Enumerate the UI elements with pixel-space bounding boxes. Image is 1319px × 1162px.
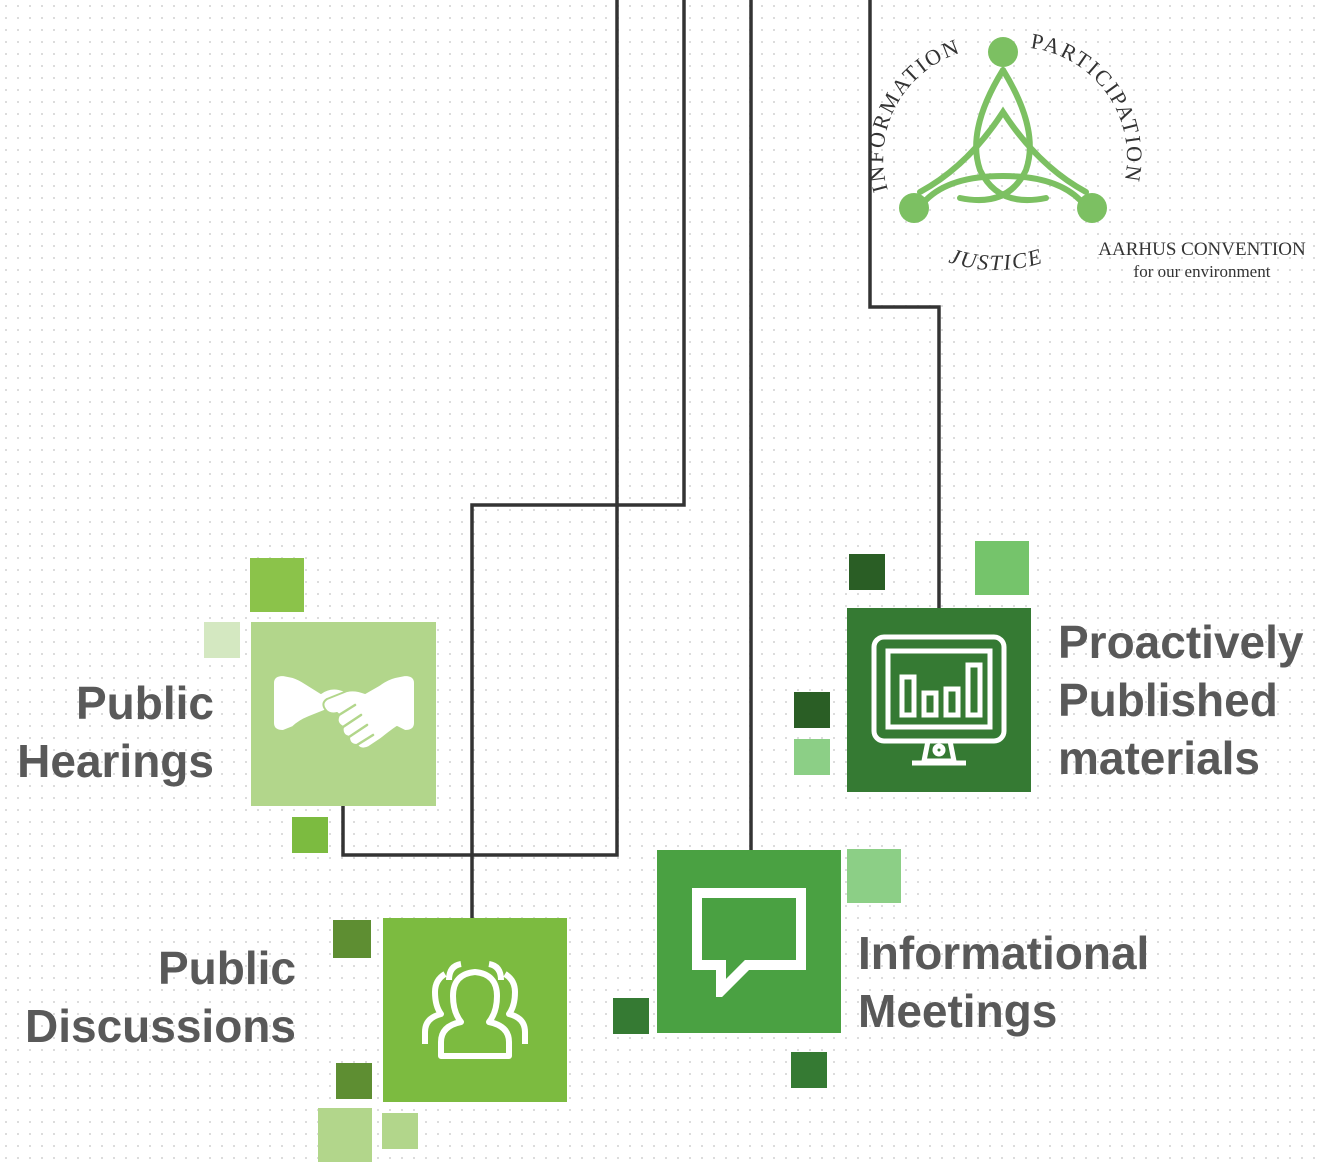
public-hearings-label: Public Hearings — [17, 674, 214, 790]
logo-word-justice: JUSTICE — [947, 243, 1046, 275]
decor-square — [382, 1113, 418, 1149]
decor-square — [613, 998, 649, 1034]
public-hearings-tile — [251, 622, 436, 806]
decor-square — [791, 1052, 827, 1088]
proactively-published-tile — [847, 608, 1031, 792]
informational-meetings-label: Informational Meetings — [858, 924, 1149, 1040]
speech-bubble-icon — [692, 887, 806, 997]
logo-subtitle: for our environment — [1134, 262, 1271, 281]
logo-title: AARHUS CONVENTION — [1098, 239, 1306, 260]
trinity-knot — [917, 67, 1089, 204]
proactively-published-label: Proactively Published materials — [1058, 613, 1303, 787]
handshake-icon — [271, 674, 416, 750]
decor-square — [336, 1063, 372, 1099]
people-group-icon — [422, 961, 528, 1059]
label-line: Discussions — [25, 1000, 296, 1052]
label-line: Published — [1058, 674, 1278, 726]
decor-square — [292, 817, 328, 853]
connector-line-hearings — [341, 0, 619, 857]
label-line: Proactively — [1058, 616, 1304, 668]
decor-square — [794, 739, 830, 775]
connector-line-discussions — [470, 0, 686, 918]
label-line: materials — [1058, 732, 1261, 784]
decor-square — [847, 849, 901, 903]
label-line: Public — [157, 942, 296, 994]
label-line: Public — [75, 677, 214, 729]
decor-square — [849, 554, 885, 590]
decor-square — [975, 541, 1029, 595]
decor-square — [794, 692, 830, 728]
public-discussions-label: Public Discussions — [25, 939, 296, 1055]
decor-square — [204, 622, 240, 658]
aarhus-convention-logo: INFORMATION PARTICIPATION JUSTICE AARHUS… — [863, 30, 1306, 281]
monitor-chart-icon — [871, 634, 1007, 766]
logo-circles — [899, 37, 1107, 223]
decor-square — [250, 558, 304, 612]
label-line: Hearings — [17, 735, 214, 787]
decor-square — [318, 1108, 372, 1162]
public-discussions-tile — [383, 918, 567, 1102]
decor-square — [333, 920, 371, 958]
label-line: Informational — [858, 927, 1150, 979]
informational-meetings-tile — [657, 850, 841, 1033]
label-line: Meetings — [858, 985, 1058, 1037]
connector-line-materials — [868, 0, 941, 608]
